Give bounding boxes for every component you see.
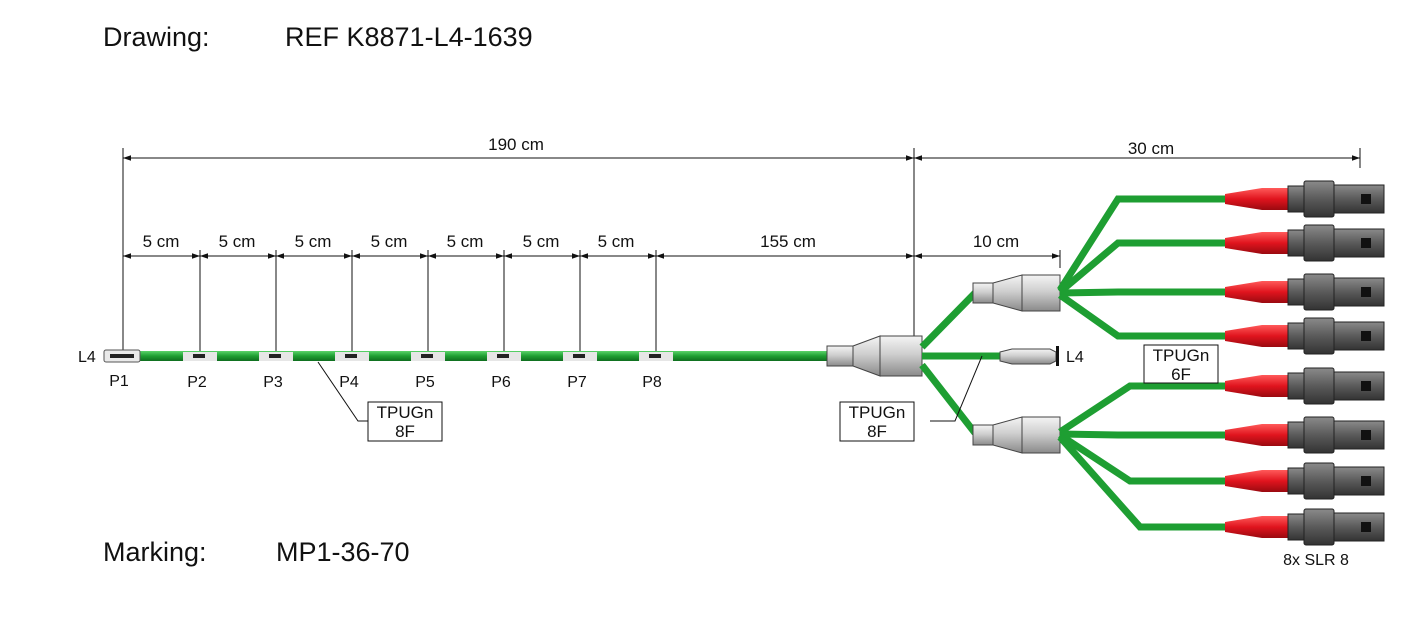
cable-spec-line1: TPUGn <box>377 403 434 422</box>
dim-segment: 5 cm <box>598 232 635 251</box>
drawing-value: REF K8871-L4-1639 <box>285 22 533 52</box>
connector-count-label: 8x SLR 8 <box>1283 552 1349 569</box>
cable-spec-line1: TPUGn <box>849 403 906 422</box>
cable-spec-box <box>839 401 915 442</box>
probe-label: P6 <box>491 374 511 391</box>
slr-connector <box>1225 416 1385 454</box>
main-splitter <box>826 335 923 377</box>
dim-segment: 5 cm <box>219 232 256 251</box>
probe-label: P5 <box>415 374 435 391</box>
dim-segment: 5 cm <box>295 232 332 251</box>
slr-connector <box>1225 508 1385 546</box>
probe-label: P2 <box>187 374 207 391</box>
dim-segment: 5 cm <box>447 232 484 251</box>
slr-connector <box>1225 462 1385 500</box>
marking-label: Marking: <box>103 537 207 567</box>
main-cable <box>105 351 827 361</box>
dim-total: 190 cm <box>488 135 544 154</box>
probe-label: P4 <box>339 374 359 391</box>
slr-connector <box>1225 317 1385 355</box>
probe-label: P7 <box>567 374 587 391</box>
slr-connector <box>1225 224 1385 262</box>
cable-spec-line1: TPUGn <box>1153 346 1210 365</box>
cable-spec-line2: 8F <box>395 422 415 441</box>
dim-segment: 5 cm <box>143 232 180 251</box>
dim-tail: 30 cm <box>1128 139 1174 158</box>
dim-segment: 5 cm <box>371 232 408 251</box>
probe-label: P8 <box>642 374 662 391</box>
cable-spec-line2: 6F <box>1171 365 1191 384</box>
sub-splitter-upper <box>972 274 1061 312</box>
probe-label: P3 <box>263 374 283 391</box>
drawing-label: Drawing: <box>103 22 210 52</box>
breakout-cables <box>919 290 1000 436</box>
probe-sleeves <box>183 352 673 361</box>
dim-segment: 5 cm <box>523 232 560 251</box>
sub-splitter-lower <box>972 416 1061 454</box>
marking-value: MP1-36-70 <box>276 537 410 567</box>
dim-breakout: 10 cm <box>973 232 1019 251</box>
l4-plug <box>999 346 1059 366</box>
fanout-cables <box>1057 195 1228 531</box>
slr-connector <box>1225 273 1385 311</box>
dimension-lines <box>122 148 1361 356</box>
slr-connector <box>1225 367 1385 405</box>
slr-connector <box>1225 180 1385 218</box>
probe-label: P1 <box>109 373 129 390</box>
l4-left-label: L4 <box>78 349 96 366</box>
cable-spec-box <box>1143 344 1219 384</box>
dim-segment-long: 155 cm <box>760 232 816 251</box>
cable-spec-box <box>367 401 443 442</box>
cable-spec-line2: 8F <box>867 422 887 441</box>
l4-right-label: L4 <box>1066 349 1084 366</box>
